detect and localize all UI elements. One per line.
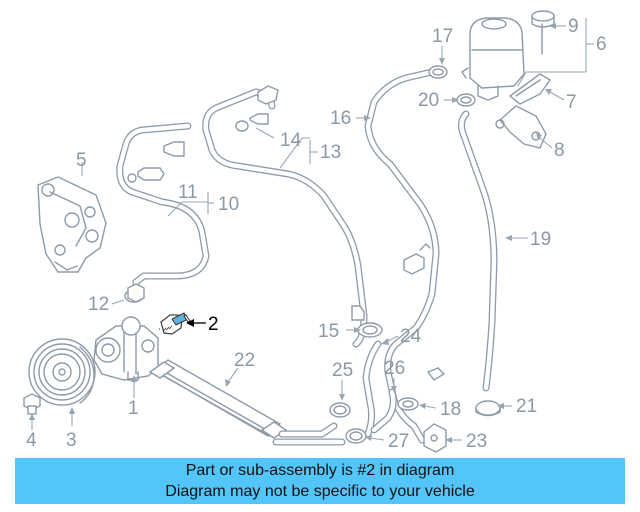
hose-clamp-25 xyxy=(329,402,351,418)
hose-clamp-15 xyxy=(357,322,383,338)
pump-bracket xyxy=(37,176,107,273)
callout-3: 3 xyxy=(66,430,77,451)
reservoir-cap xyxy=(531,10,555,55)
pulley xyxy=(28,338,96,406)
banner-line-disclaimer: Diagram may not be specific to your vehi… xyxy=(165,483,475,500)
callout-23: 23 xyxy=(466,431,487,452)
callout-1: 1 xyxy=(128,398,139,419)
callout-8: 8 xyxy=(554,140,565,161)
callout-6: 6 xyxy=(596,34,607,55)
callout-26: 26 xyxy=(384,358,405,379)
callout-7: 7 xyxy=(566,92,577,113)
hose-clamp-20 xyxy=(456,93,476,107)
reservoir-bracket xyxy=(508,73,552,105)
bolt-part-2 xyxy=(159,312,191,335)
callout-5: 5 xyxy=(76,150,87,171)
callout-9: 9 xyxy=(568,16,579,37)
callout-16: 16 xyxy=(330,108,351,129)
hose-26 xyxy=(370,388,397,434)
callout-labels: 1 2 3 4 5 6 7 8 9 10 11 12 13 14 15 16 1… xyxy=(26,16,607,452)
callout-11: 11 xyxy=(178,182,198,203)
callout-leader-2 xyxy=(186,319,206,327)
callout-14: 14 xyxy=(280,130,302,151)
oil-cooler xyxy=(148,359,346,446)
callout-leaders xyxy=(29,18,594,443)
power-steering-pump xyxy=(93,316,159,381)
pressure-hose xyxy=(116,122,210,303)
mount-bracket xyxy=(495,105,547,149)
callout-2: 2 xyxy=(208,314,219,335)
pulley-bolt xyxy=(23,393,41,415)
suction-hose xyxy=(457,110,498,392)
callout-19: 19 xyxy=(530,229,551,250)
callout-21: 21 xyxy=(516,396,537,417)
bracket-23 xyxy=(423,423,447,453)
callout-12: 12 xyxy=(88,294,109,315)
callout-10: 10 xyxy=(218,194,239,215)
info-banner: Part or sub-assembly is #2 in diagram Di… xyxy=(15,458,625,504)
callout-4: 4 xyxy=(26,430,37,451)
callout-24: 24 xyxy=(400,326,422,347)
hose-clamp-27 xyxy=(345,428,367,444)
return-line xyxy=(202,85,368,348)
cap-21 xyxy=(475,400,501,417)
callout-25: 25 xyxy=(332,360,353,381)
callout-17: 17 xyxy=(432,26,453,47)
callout-15: 15 xyxy=(318,321,339,342)
supply-hose xyxy=(364,68,446,444)
callout-22: 22 xyxy=(234,350,255,371)
fluid-reservoir xyxy=(461,17,525,101)
hose-clamp-17 xyxy=(428,65,448,79)
callout-20: 20 xyxy=(418,90,439,111)
callout-27: 27 xyxy=(388,431,409,452)
hose-clamp-18 xyxy=(397,397,419,411)
hose-24 xyxy=(362,340,382,438)
callout-13: 13 xyxy=(320,142,341,163)
banner-line-part: Part or sub-assembly is #2 in diagram xyxy=(185,462,455,479)
callout-18: 18 xyxy=(440,399,461,420)
